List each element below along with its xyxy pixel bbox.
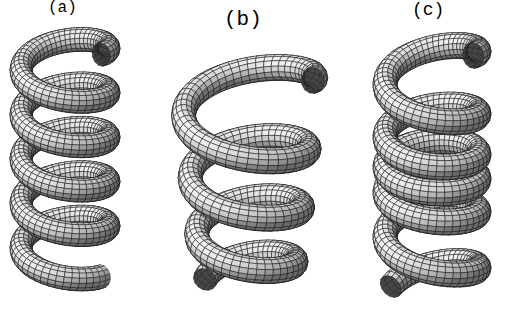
tube-facet	[84, 83, 88, 89]
tube-facet	[84, 172, 88, 178]
tube-facet	[70, 167, 75, 173]
tube-facet	[84, 216, 88, 222]
tube-facet	[19, 100, 24, 104]
tube-facet	[19, 60, 24, 64]
tube-facet	[70, 39, 75, 45]
tube-facet	[92, 51, 95, 57]
tube-facet	[75, 83, 80, 89]
tube-facet	[70, 172, 75, 178]
tube-facet	[19, 56, 24, 60]
helix-a	[10, 28, 120, 291]
tube-facet	[84, 127, 88, 133]
tube-facet	[70, 216, 75, 222]
tube-facet	[79, 172, 83, 177]
tube-facet	[75, 38, 80, 44]
tube-facet	[70, 127, 75, 133]
tube-facet	[75, 127, 80, 133]
tube-facet	[75, 172, 80, 178]
tube-facet	[79, 127, 83, 132]
tube-facet	[70, 122, 75, 128]
tube-facet	[70, 34, 75, 40]
tube-facet	[79, 216, 83, 221]
tube-facet	[84, 38, 88, 44]
tube-facet	[19, 237, 24, 241]
tube-facet	[79, 83, 83, 88]
tube-facet	[19, 149, 24, 153]
tube-facet	[70, 78, 75, 84]
tube-facet	[70, 211, 75, 217]
tube-facet	[19, 189, 24, 193]
tube-facet	[19, 145, 24, 149]
tube-facet	[19, 234, 24, 238]
tube-facet	[19, 193, 24, 197]
tube-facet	[79, 38, 83, 43]
tube-facet	[70, 83, 75, 89]
tube-facet	[75, 216, 80, 222]
tube-facet	[19, 104, 24, 108]
